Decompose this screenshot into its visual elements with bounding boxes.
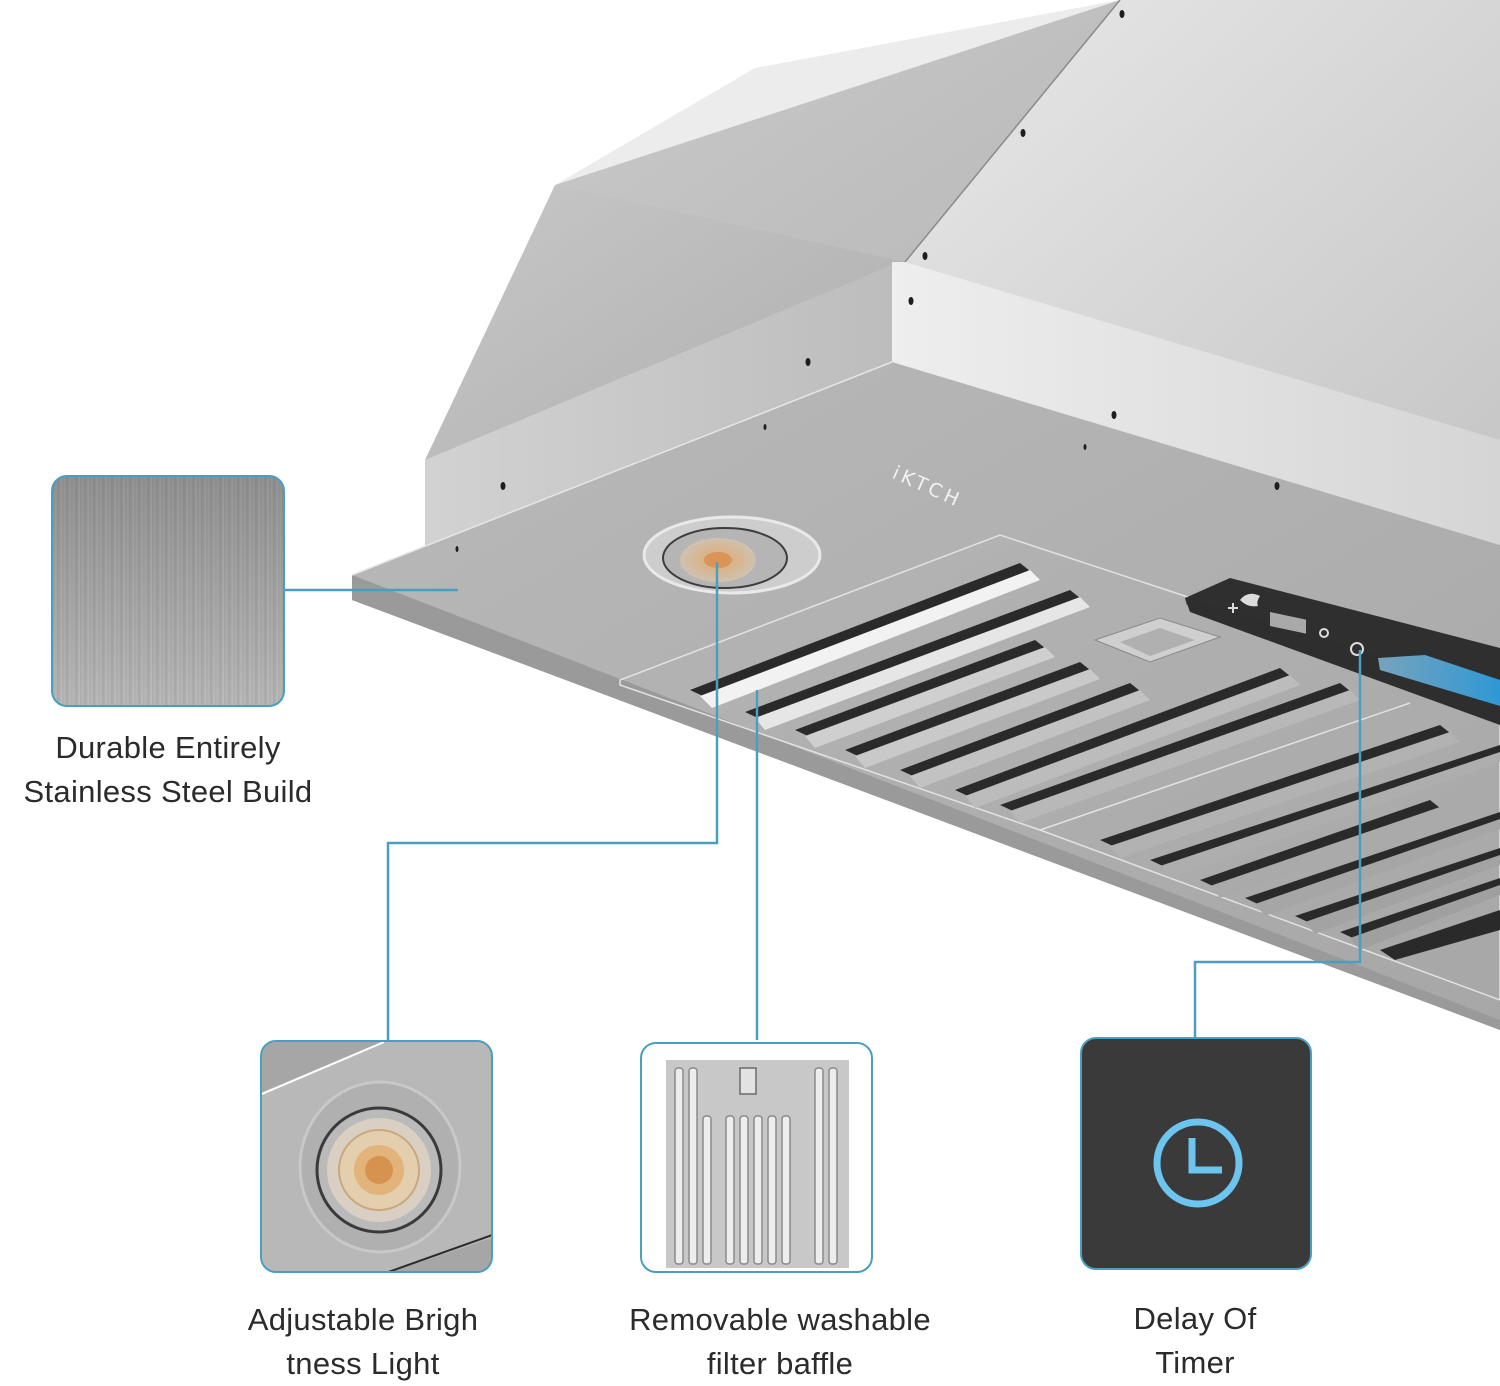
brushed-steel-swatch-icon — [53, 477, 283, 705]
panel-timer-icon — [1350, 642, 1364, 656]
feature-card-stainless-steel — [51, 475, 285, 707]
light-icon — [1319, 628, 1329, 638]
feature-card-filter — [640, 1042, 873, 1273]
baffle-slats-right — [1100, 725, 1500, 960]
callout-connectors — [285, 562, 1362, 1040]
feature-caption-stainless-steel: Durable Entirely Stainless Steel Build — [23, 730, 313, 809]
feature-caption-timer: Delay Of Timer — [1133, 1301, 1257, 1380]
baffle-filter-icon — [666, 1060, 849, 1268]
led-light-fixture — [642, 515, 822, 595]
feature-card-timer — [1080, 1037, 1312, 1270]
baffle-slats-left — [690, 563, 1360, 823]
led-light-icon — [262, 1042, 491, 1271]
fan-icon — [1228, 593, 1260, 613]
feature-caption-light: Adjustable Brigh tness Light — [247, 1302, 479, 1381]
clock-icon — [1153, 1118, 1243, 1208]
feature-caption-filter: Removable washable filter baffle — [629, 1302, 931, 1381]
touch-control-panel — [1185, 578, 1500, 725]
speed-bar — [1378, 655, 1500, 706]
screw-holes — [455, 10, 1280, 552]
feature-card-light — [260, 1040, 493, 1273]
